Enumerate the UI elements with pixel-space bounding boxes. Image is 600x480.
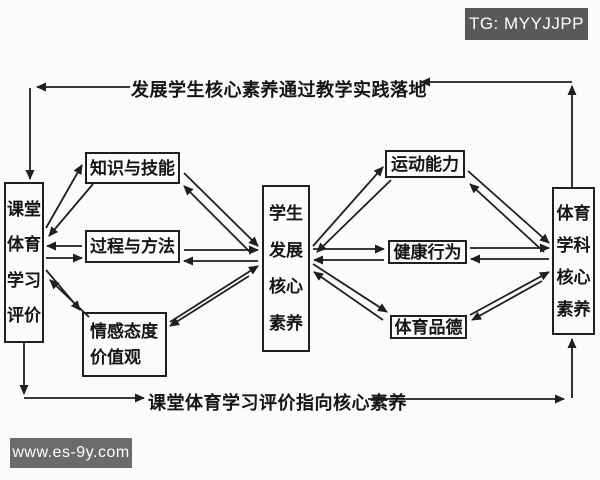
node-process-methods: 过程与方法 bbox=[85, 230, 180, 263]
link-left-process bbox=[46, 241, 83, 263]
node-line: 情感态度 bbox=[90, 322, 158, 341]
bottom-banner-text: 课堂体育学习评价指向核心素养 bbox=[148, 393, 407, 413]
node-pe-subject-core-competencies: 体育 学科 核心 素养 bbox=[552, 187, 595, 335]
tg-badge-label: TG: MYYJJPP bbox=[468, 14, 585, 33]
feedback-bottom-path bbox=[19, 338, 577, 404]
link-center-morality bbox=[312, 263, 388, 321]
node-line: 评价 bbox=[7, 305, 41, 325]
link-left-knowledge bbox=[45, 164, 94, 237]
node-emotion-attitude-values: 情感态度 价值观 bbox=[82, 312, 167, 377]
node-sport-morality: 体育品德 bbox=[390, 315, 467, 339]
link-knowledge-center bbox=[183, 172, 259, 254]
node-line: 体育 bbox=[556, 203, 591, 223]
node-student-core-competencies: 学生 发展 核心 素养 bbox=[262, 185, 310, 352]
node-line: 课堂 bbox=[7, 200, 41, 220]
node-line: 核心 bbox=[556, 267, 591, 287]
node-classroom-pe-evaluation: 课堂 体育 学习 评价 bbox=[4, 182, 44, 343]
node-line: 素养 bbox=[556, 299, 591, 319]
node-line: 体育 bbox=[7, 235, 41, 255]
link-left-emotion bbox=[45, 269, 90, 318]
node-sport-ability: 运动能力 bbox=[385, 150, 465, 178]
node-line: 核心 bbox=[269, 277, 303, 297]
top-banner-text: 发展学生核心素养通过教学实践落地 bbox=[131, 80, 427, 100]
node-knowledge-skills: 知识与技能 bbox=[85, 152, 180, 184]
node-line: 素养 bbox=[269, 314, 303, 334]
link-center-sport-ability bbox=[312, 166, 392, 253]
link-process-center bbox=[183, 245, 259, 266]
node-line: 价值观 bbox=[90, 348, 141, 367]
node-line: 学习 bbox=[7, 270, 41, 290]
node-line: 学科 bbox=[556, 235, 591, 255]
feedback-top-path bbox=[25, 77, 577, 187]
link-center-health bbox=[313, 244, 385, 265]
link-sport-ability-right bbox=[467, 170, 550, 253]
link-health-right bbox=[470, 243, 550, 264]
node-health-behavior: 健康行为 bbox=[388, 240, 467, 264]
watermark-label: www.es-9y.com bbox=[12, 444, 130, 461]
link-emotion-center bbox=[169, 265, 259, 327]
link-morality-right bbox=[469, 271, 550, 321]
watermark-badge: www.es-9y.com bbox=[10, 438, 132, 468]
tg-badge: TG: MYYJJPP bbox=[465, 8, 588, 40]
node-line: 发展 bbox=[269, 240, 303, 260]
node-line: 学生 bbox=[269, 203, 303, 223]
